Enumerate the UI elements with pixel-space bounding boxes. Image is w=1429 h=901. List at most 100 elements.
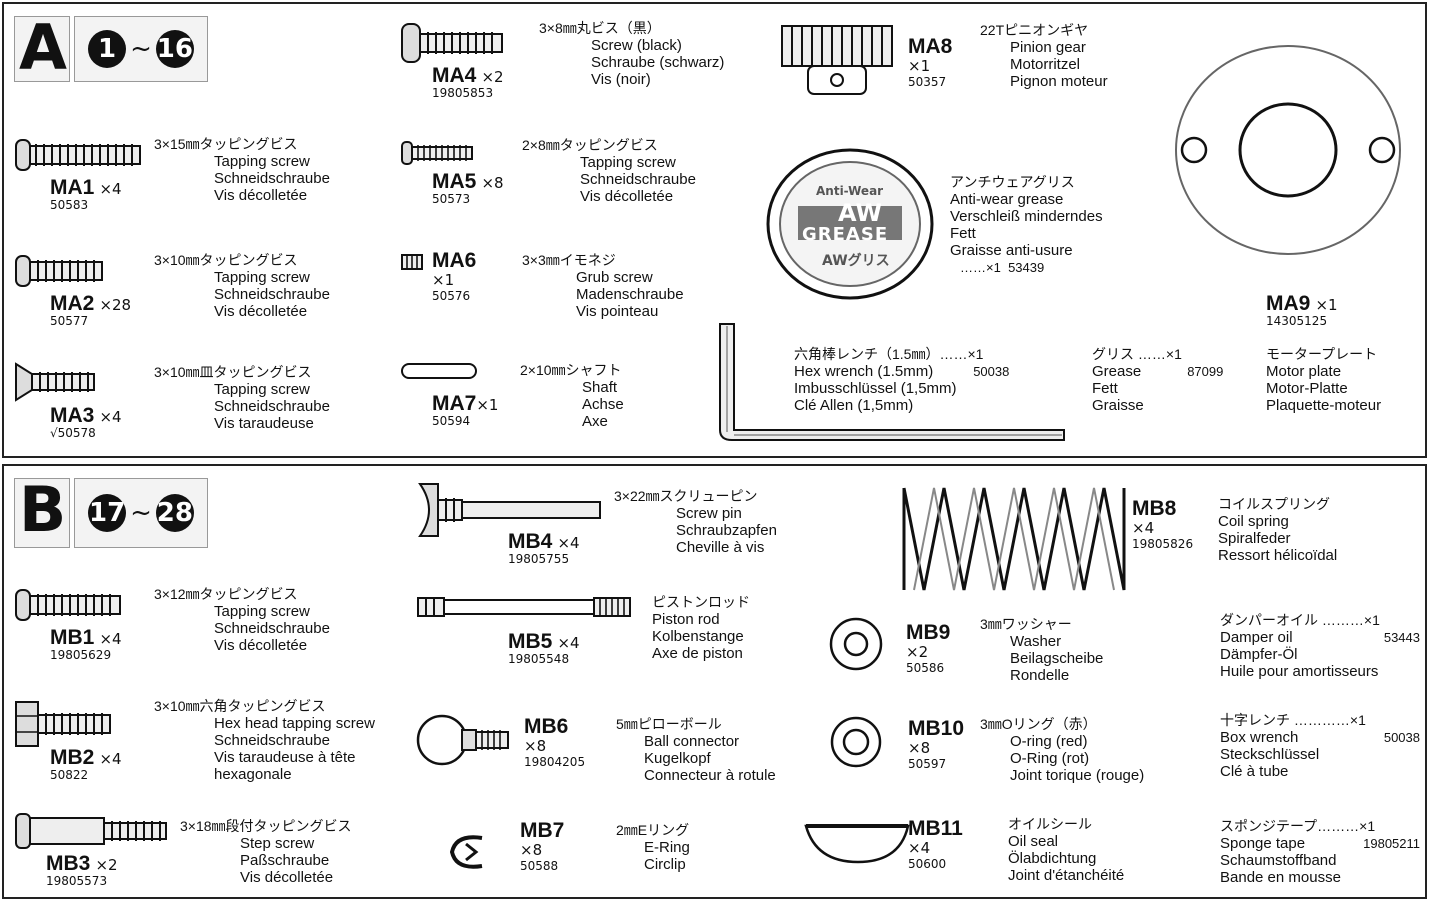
hex-wrench-description: 六角棒レンチ（1.5㎜）……×1 Hex wrench (1.5mm)50038… <box>794 346 1010 414</box>
ma1-description: 3×15㎜タッピングビス Tapping screw Schneidschrau… <box>154 136 330 204</box>
ma5-part-number: 50573 <box>432 192 471 206</box>
mb1-qty: ×4 <box>99 630 122 648</box>
mb7-label: MB7 ×8 50588 <box>520 820 564 875</box>
ma5-label: MA5 ×8 50573 <box>432 170 504 206</box>
mb6-code: MB6 <box>524 715 569 738</box>
ma4-screw-icon <box>401 23 503 63</box>
ma2-qty: ×28 <box>99 296 132 314</box>
ma1-qty: ×4 <box>99 180 122 198</box>
ma6-grub-screw-icon <box>401 254 423 270</box>
step-to: 28 <box>155 494 194 532</box>
mb11-label: MB11 ×4 50600 <box>908 817 963 873</box>
mb9-part-number: 50586 <box>906 661 945 675</box>
mb8-part-number: 19805826 <box>1132 537 1194 551</box>
ma1-part-number: 50583 <box>50 198 89 212</box>
mb10-o-ring-icon <box>830 716 882 768</box>
mb4-qty: ×4 <box>557 534 580 552</box>
ma7-label: MA7×1 50594 <box>432 392 498 428</box>
mb3-code: MB3 <box>46 852 91 875</box>
grease-lid-top: Anti-Wear <box>816 184 884 198</box>
mb5-part-number: 19805548 <box>508 652 570 666</box>
bag-a-letter-box: A <box>14 16 70 82</box>
ma2-code: MA2 <box>50 292 95 315</box>
ma9-qty: ×1 <box>1315 296 1338 314</box>
mb11-part-number: 50600 <box>908 857 947 871</box>
ma9-motor-plate-icon <box>1175 45 1401 255</box>
mb4-label: MB4 ×4 19805755 <box>508 530 580 566</box>
ma7-qty: ×1 <box>476 396 499 414</box>
ma3-label: MA3 ×4 √50578 <box>50 404 122 440</box>
mb6-description: 5㎜ピローボール Ball connector Kugelkopf Connec… <box>616 716 776 784</box>
sponge-tape-part-number: 19805211 <box>1363 836 1420 851</box>
ma8-description: 22Tピニオンギヤ Pinion gear Motorritzel Pignon… <box>980 22 1108 90</box>
mb5-qty: ×4 <box>557 634 580 652</box>
ma2-description: 3×10㎜タッピングビス Tapping screw Schneidschrau… <box>154 252 330 320</box>
mb6-qty: ×8 <box>524 737 547 755</box>
mb8-description: コイルスプリング Coil spring Spiralfeder Ressort… <box>1218 496 1338 564</box>
grease-lid-jp: AWグリス <box>822 253 890 269</box>
ma4-qty: ×2 <box>481 68 504 86</box>
mb5-label: MB5 ×4 19805548 <box>508 630 580 666</box>
ma3-code: MA3 <box>50 404 95 427</box>
mb9-label: MB9 ×2 50586 <box>906 622 950 677</box>
mb3-qty: ×2 <box>95 856 118 874</box>
ma3-qty: ×4 <box>99 408 122 426</box>
ma2-part-number: 50577 <box>50 314 89 328</box>
step-from: 17 <box>88 494 127 532</box>
ma8-label: MA8 ×1 50357 <box>908 36 952 91</box>
mb8-code: MB8 <box>1132 497 1177 520</box>
mb7-part-number: 50588 <box>520 859 559 873</box>
hex-wrench-part-number: 50038 <box>973 364 1010 379</box>
ma4-part-number: 19805853 <box>432 86 494 100</box>
bag-a-letter: A <box>19 11 67 84</box>
mb1-screw-icon <box>15 589 121 621</box>
bag-a-steps-box: 1 ~ 16 <box>74 16 208 82</box>
mb11-oil-seal-icon <box>804 824 910 864</box>
ma7-shaft-icon <box>401 363 477 379</box>
ma1-label: MA1 ×4 50583 <box>50 176 122 212</box>
mb2-code: MB2 <box>50 746 95 769</box>
mb11-qty: ×4 <box>908 839 931 857</box>
mb8-qty: ×4 <box>1132 519 1155 537</box>
step-tilde: ~ <box>130 34 152 64</box>
mb8-label: MB8 ×4 19805826 <box>1132 497 1194 553</box>
grease-part-number: 53439 <box>1008 260 1045 275</box>
ma1-screw-icon <box>15 139 141 171</box>
mb10-description: 3㎜Oリング（赤） O-ring (red) O-Ring (rot) Join… <box>980 716 1145 784</box>
bag-b-steps-box: 17 ~ 28 <box>74 478 208 548</box>
mb3-label: MB3 ×2 19805573 <box>46 852 118 888</box>
ma8-qty: ×1 <box>908 57 931 75</box>
ma7-part-number: 50594 <box>432 414 471 428</box>
mb3-part-number: 19805573 <box>46 874 108 888</box>
mb5-piston-rod-icon <box>417 597 631 617</box>
mb10-code: MB10 <box>908 717 965 740</box>
ma6-label: MA6 ×1 50576 <box>432 249 477 305</box>
step-from: 1 <box>88 30 127 68</box>
ma4-code: MA4 <box>432 64 477 87</box>
ma3-screw-icon <box>15 362 95 402</box>
ma6-part-number: 50576 <box>432 289 471 303</box>
mb6-ball-connector-icon <box>416 714 509 766</box>
step-tilde: ~ <box>130 498 152 528</box>
grease-description: アンチウェアグリス Anti-wear grease Verschleiß mi… <box>950 174 1103 275</box>
ma7-code: MA7 <box>432 392 477 415</box>
ma8-part-number: 50357 <box>908 75 947 89</box>
mb10-label: MB10 ×8 50597 <box>908 717 965 773</box>
hex-wrench-icon <box>719 323 1065 441</box>
mb4-description: 3×22㎜スクリューピン Screw pin Schraubzapfen Che… <box>614 488 777 556</box>
grease-lid-main1: AW <box>838 199 882 227</box>
mb2-part-number: 50822 <box>50 768 89 782</box>
ma6-code: MA6 <box>432 249 477 272</box>
mb4-screw-pin-icon <box>418 483 601 537</box>
bag-b-letter-box: B <box>14 478 70 548</box>
mb2-qty: ×4 <box>99 750 122 768</box>
bag-a-panel: A 1 ~ 16 MA1 ×4 50583 3×15㎜タッピングビス Tappi… <box>2 2 1427 458</box>
mb11-code: MB11 <box>908 817 963 840</box>
mb4-part-number: 19805755 <box>508 552 570 566</box>
mb1-description: 3×12㎜タッピングビス Tapping screw Schneidschrau… <box>154 586 330 654</box>
mb3-description: 3×18㎜段付タッピングビス Step screw Paßschraube Vi… <box>180 818 352 886</box>
